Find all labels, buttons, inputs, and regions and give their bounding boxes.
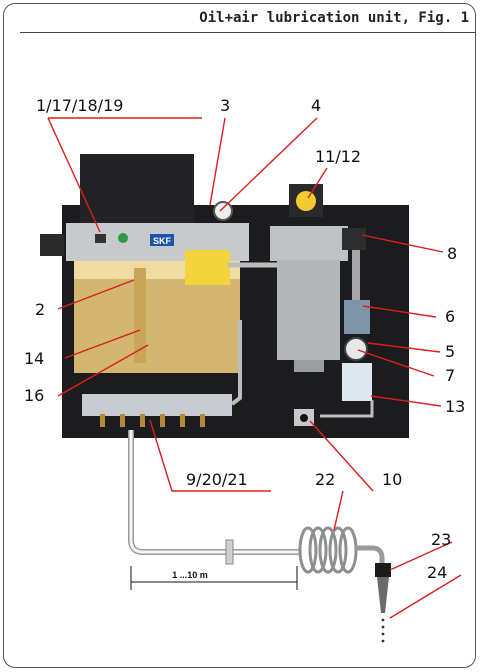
title-rule [20, 32, 475, 33]
nozzle-tip [377, 577, 389, 613]
filter-bowl [277, 260, 340, 360]
callout-23: 23 [431, 530, 451, 549]
callout-16: 16 [24, 386, 44, 405]
switch [95, 234, 106, 243]
regulator-body [344, 300, 370, 334]
spray-dot-3 [381, 632, 385, 636]
callout-7: 7 [445, 366, 455, 385]
filter-head [270, 226, 348, 261]
callout-6: 6 [445, 307, 455, 326]
spray-dot-2 [381, 625, 385, 629]
regulator-gauge [344, 337, 368, 361]
figure-title: Oil+air lubrication unit, Fig. 1 [199, 10, 469, 26]
skf-logo-text: SKF [153, 236, 172, 246]
callout-2: 2 [35, 300, 45, 319]
connector-plug [40, 234, 64, 256]
callout-1-17-18-19: 1/17/18/19 [36, 96, 123, 115]
pressure-gauge [213, 201, 233, 221]
reservoir-lid [80, 154, 194, 232]
callout-14: 14 [24, 349, 44, 368]
pressure-switch-dot [300, 414, 308, 422]
tube-clamp [225, 539, 234, 565]
yellow-gauge [296, 191, 316, 211]
indicator-light [118, 233, 128, 243]
filter-drain [294, 360, 324, 372]
callout-13: 13 [445, 397, 465, 416]
spray-dot-1 [381, 618, 385, 622]
callout-22: 22 [315, 470, 335, 489]
skf-badge [150, 234, 174, 246]
callout-10: 10 [382, 470, 402, 489]
distributor-manifold [82, 394, 232, 416]
spiral-coil [298, 526, 358, 574]
callout-8: 8 [447, 244, 457, 263]
callout-4: 4 [311, 96, 321, 115]
callout-lines [47, 117, 462, 619]
outlet-tube [355, 545, 385, 566]
manifold-fittings [100, 414, 205, 427]
callout-3: 3 [220, 96, 230, 115]
callout-5: 5 [445, 342, 455, 361]
return-pipe [230, 320, 242, 406]
callout-11-12: 11/12 [315, 147, 361, 166]
callout-24: 24 [427, 563, 447, 582]
yellow-pump-housing [185, 250, 230, 285]
oil-air-tube-inner [129, 430, 301, 554]
solenoid-valve [342, 228, 366, 250]
callout-9-20-21: 9/20/21 [186, 470, 248, 489]
water-separator [342, 363, 372, 401]
air-pipe [320, 400, 374, 418]
regulator-pipe [352, 250, 360, 300]
dimension-label: 1 ...10 m [172, 570, 208, 580]
spray-dot-4 [381, 639, 385, 643]
level-tube [134, 268, 146, 363]
nozzle-body [375, 563, 391, 577]
figure-frame [3, 3, 476, 668]
